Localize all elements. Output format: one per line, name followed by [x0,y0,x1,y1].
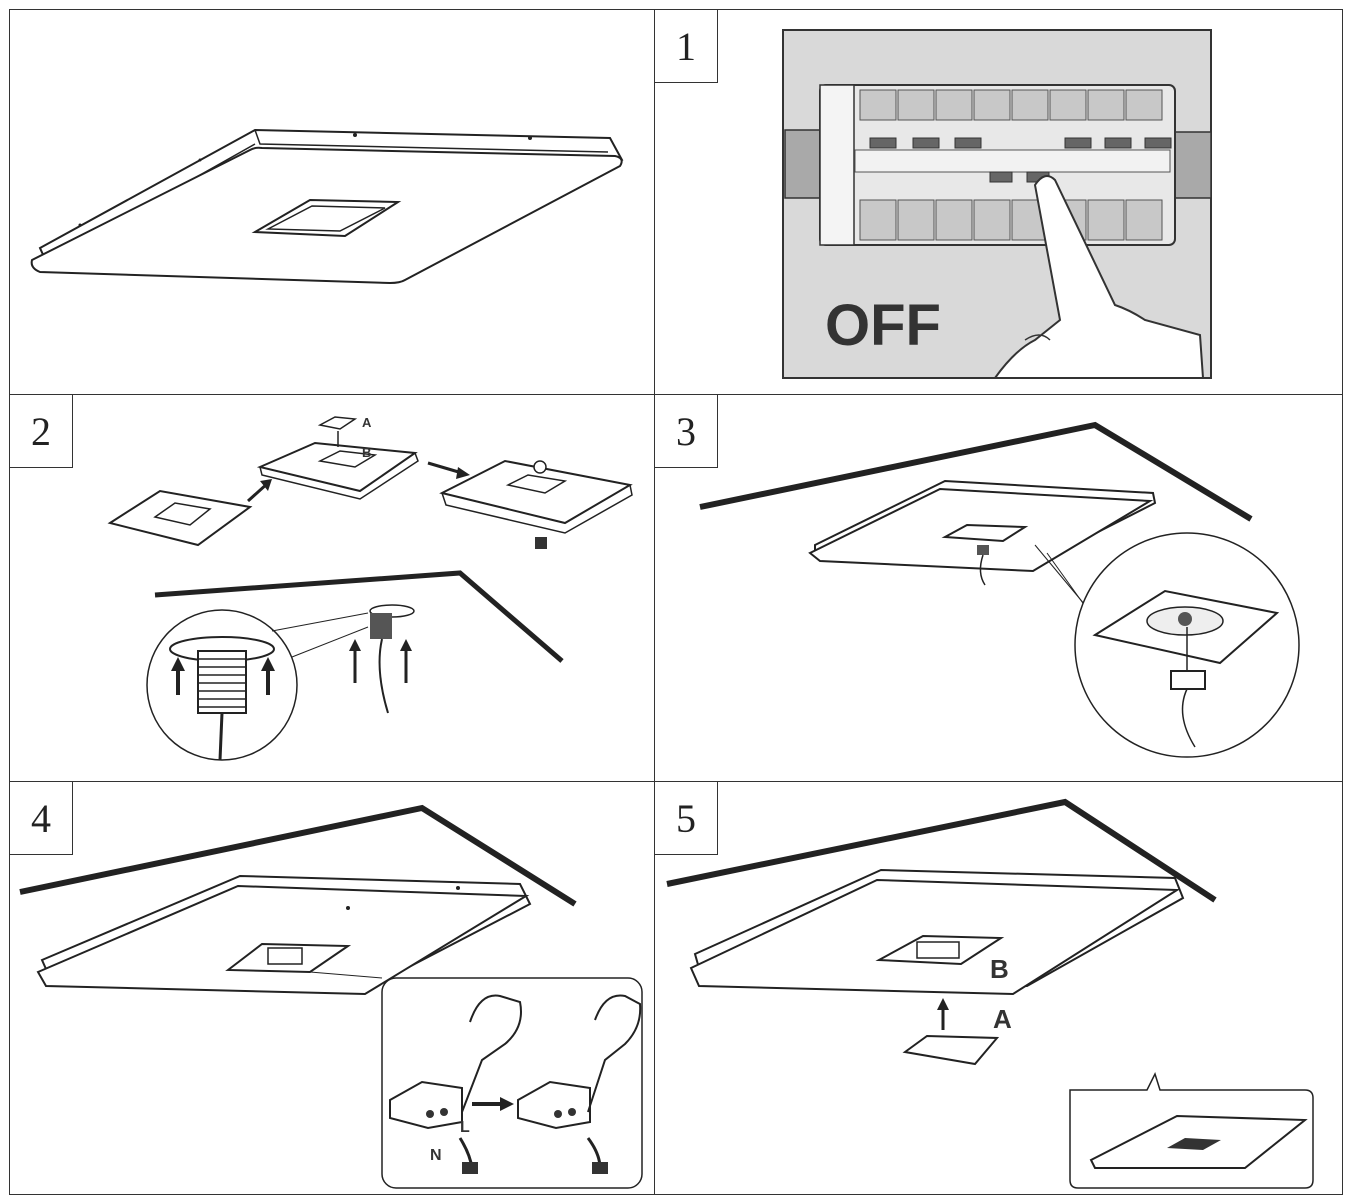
step-number: 3 [655,395,718,468]
cover-assembly-illustration: B A [666,798,1314,1189]
step-number: 5 [655,782,718,855]
mounting-illustration [699,421,1300,758]
wire-label-l: L [460,1119,470,1136]
label-b: B [362,445,371,460]
step-number: 4 [10,782,73,855]
panel-step-1: 1 [654,9,1343,396]
step-number: 1 [655,10,718,83]
panel-step-3: 3 [654,394,1343,783]
label-b: B [990,954,1009,984]
label-a: A [362,415,372,430]
panel-step-5: 5 B A [654,781,1343,1195]
wiring-illustration: N L [19,804,643,1189]
label-a: A [993,1004,1012,1034]
breaker-illustration: OFF [782,29,1212,379]
panel-step-2: 2 A B [9,394,656,783]
panel-overview [9,9,656,396]
wire-label-n: N [430,1147,442,1164]
panel-step-4: 4 N L [9,781,656,1195]
ceiling-lamp-drawing [30,128,624,285]
off-label: OFF [825,293,941,358]
step-number: 2 [10,395,73,468]
disassembly-illustration: A B [107,415,633,761]
